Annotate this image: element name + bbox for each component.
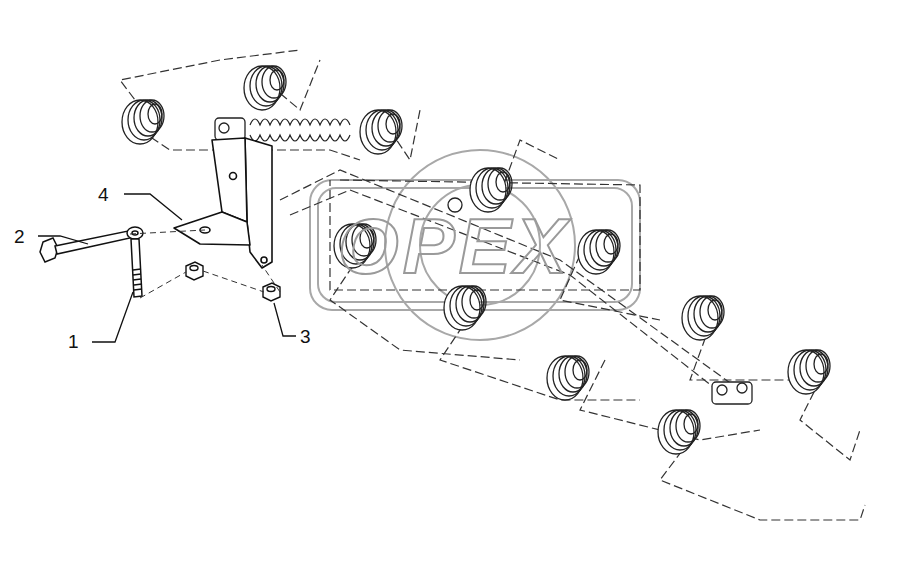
bracket — [174, 138, 272, 268]
callout-number: 3 — [300, 327, 311, 346]
spring-coil — [578, 230, 620, 274]
spring-coil — [444, 286, 486, 330]
assembly-lines — [130, 230, 280, 298]
spring-coil — [788, 350, 830, 394]
callout-number: 2 — [14, 227, 25, 246]
clamp — [215, 118, 752, 404]
watermark-frame — [310, 150, 640, 340]
callout-number: 4 — [98, 185, 109, 204]
spring-coil — [122, 100, 164, 144]
spring-coil — [244, 66, 286, 110]
eye-bolt — [127, 227, 143, 297]
spring-coil — [682, 296, 724, 340]
hex-nut — [186, 262, 280, 301]
tines — [120, 50, 865, 520]
spring-coil — [547, 356, 589, 400]
spring-coil — [470, 168, 512, 212]
watermark: OPEX — [338, 207, 571, 285]
callout-number: 1 — [68, 332, 79, 351]
leader-lines — [38, 194, 296, 342]
spring-coil — [658, 410, 700, 454]
spring-coil — [360, 110, 402, 154]
tension-spring — [250, 119, 350, 141]
